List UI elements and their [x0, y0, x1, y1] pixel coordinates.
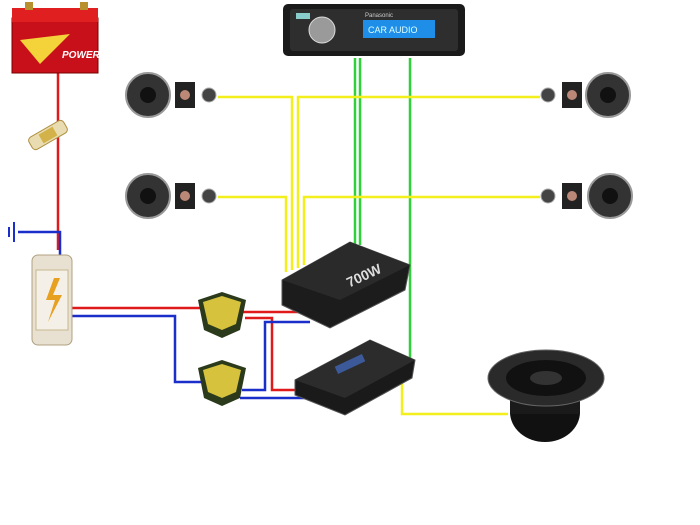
sub-wire — [400, 378, 508, 416]
distribution-block-1 — [198, 292, 246, 338]
fuse-holder — [28, 119, 68, 151]
remote-wire-amp1 — [353, 58, 362, 245]
head-unit: CAR AUDIO Panasonic — [283, 4, 465, 56]
head-unit-brand: Panasonic — [365, 13, 393, 19]
speaker-wire-rear-right — [302, 195, 540, 265]
distribution-block-2 — [198, 360, 246, 406]
speaker-wire-front-left — [218, 95, 294, 270]
battery: POWER — [11, 2, 101, 74]
battery-label: POWER — [62, 50, 101, 61]
ground-wire-block2 — [70, 314, 205, 384]
amplifier-2 — [294, 339, 416, 416]
capacitor — [31, 254, 73, 346]
subwoofer — [487, 349, 605, 442]
ground-wire-cap — [18, 230, 62, 258]
speaker-wire-rear-left — [218, 195, 288, 272]
ground-wire-amp1 — [242, 320, 310, 392]
speaker-front-left — [125, 72, 217, 118]
speaker-wire-front-right — [296, 95, 540, 268]
head-unit-display: CAR AUDIO — [368, 25, 418, 35]
speaker-rear-left — [125, 173, 217, 219]
speaker-rear-right — [540, 173, 633, 219]
amplifier-700w: 700W — [281, 241, 411, 329]
speaker-front-right — [540, 72, 631, 118]
ground-icon — [8, 222, 15, 242]
